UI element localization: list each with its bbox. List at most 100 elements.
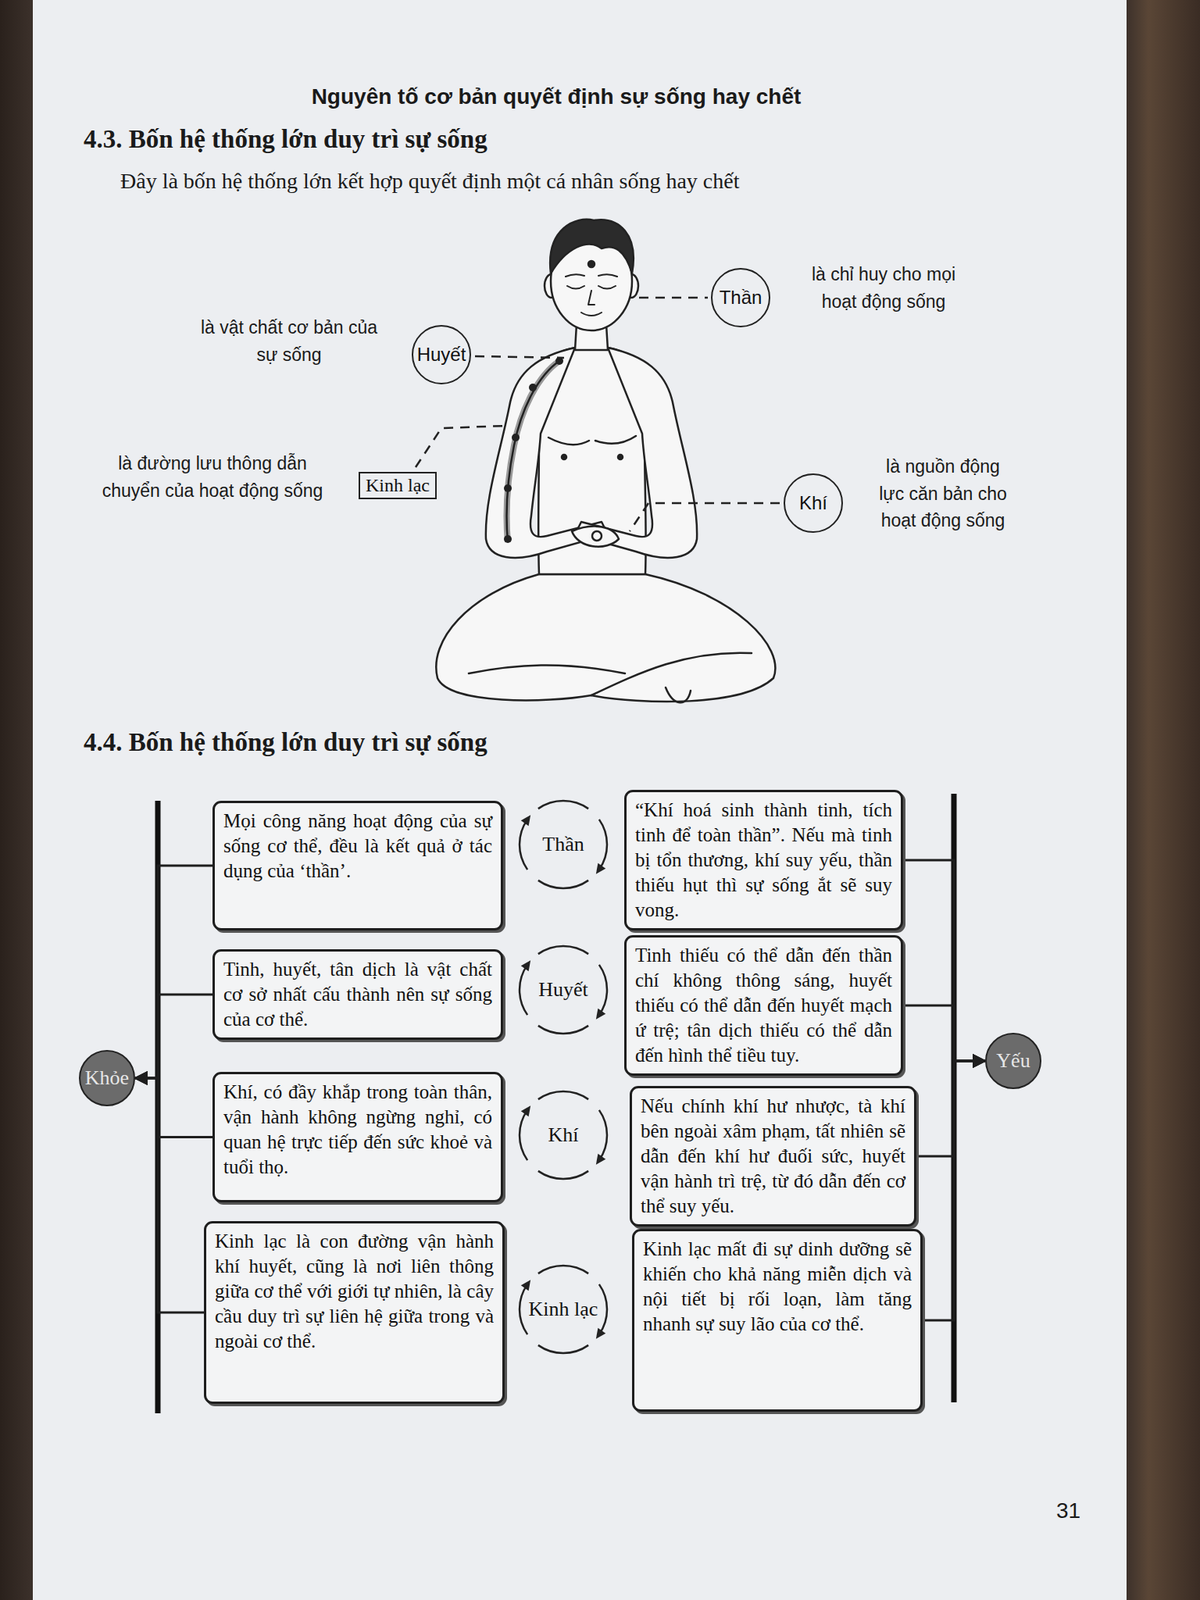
- callout-text: là chỉ huy cho mọi hoạt động sống: [792, 260, 975, 315]
- node-text: Thần: [542, 832, 584, 857]
- intro-text: Đây là bốn hệ thống lớn kết hợp quyết đị…: [120, 168, 740, 194]
- cycle-circle: Kinh lạc: [512, 1258, 615, 1361]
- cycle-arc: [538, 1091, 589, 1100]
- cycle-circle: Khí: [512, 1084, 615, 1186]
- arrow-connector: [135, 865, 213, 1079]
- node-text: Tinh, huyết, tân dịch là vật chất cơ sở …: [223, 957, 493, 1033]
- chest: [548, 435, 636, 445]
- system-circle: Thần: [710, 267, 771, 328]
- callout-text: là vật chất cơ bản của sự sống: [196, 314, 382, 368]
- arrow-connector: [903, 1005, 986, 1061]
- meditating-figure: [435, 219, 775, 703]
- node-text: Mọi công năng hoạt động của sự sống cơ t…: [223, 808, 493, 884]
- node-text: “Khí hoá sinh thành tinh, tích tinh để t…: [635, 797, 893, 923]
- meridian-line: [506, 360, 560, 543]
- cycle-arc: [519, 819, 528, 870]
- cycle-arrowhead: [521, 1279, 531, 1291]
- arrow-connector: [922, 1060, 986, 1321]
- callout-text: là đường lưu thông dẫn chuyển của hoạt đ…: [92, 450, 333, 504]
- arrow-connector: [916, 1060, 986, 1157]
- third-eye: [588, 260, 595, 268]
- cycle-arrowhead: [596, 1328, 606, 1340]
- cycle-circle: Huyết: [512, 939, 615, 1041]
- weakness-box: “Khí hoá sinh thành tinh, tích tinh để t…: [624, 789, 904, 931]
- acupoint: [528, 383, 537, 392]
- thumbs: [592, 531, 602, 541]
- cycle-arc: [538, 880, 589, 889]
- arrow-connector: [903, 860, 986, 1061]
- node-text: Kinh lạc: [365, 475, 430, 497]
- cycle-arrowhead: [521, 1105, 531, 1117]
- leader-line: [475, 356, 565, 358]
- weakness-box: Kinh lạc mất đi sự dinh dưỡng sẽ khiến c…: [632, 1228, 923, 1412]
- section-heading: 4.3. Bốn hệ thống lớn duy trì sự sống: [83, 125, 488, 154]
- node-text: Kinh lạc là con đường vận hành khí huyết…: [214, 1228, 494, 1354]
- section-heading: 4.4. Bốn hệ thống lớn duy trì sự sống: [83, 728, 488, 758]
- node-text: Khí: [548, 1123, 579, 1147]
- weak-circle: Yếu: [985, 1032, 1042, 1090]
- node-text: Kinh lạc: [528, 1297, 599, 1322]
- hair: [550, 219, 634, 274]
- cycle-arrowhead: [521, 814, 531, 826]
- node-text: Kinh lạc mất đi sự dinh dưỡng sẽ khiến c…: [642, 1236, 912, 1337]
- arrow-connector: [135, 1078, 213, 1138]
- cycle-arc: [599, 964, 608, 1015]
- arrow-connector: [135, 1078, 204, 1313]
- meridian-line: [506, 360, 560, 543]
- leader-lines: [415, 297, 780, 532]
- chest-dot: [617, 454, 623, 460]
- acupoint: [503, 484, 512, 493]
- node-text: Thần: [719, 286, 763, 309]
- cycle-arc: [519, 964, 528, 1015]
- node-text: Khí, có đầy khắp trong toàn thân, vận hà…: [223, 1079, 493, 1180]
- system-circle: Huyết: [411, 325, 472, 385]
- cycle-arrowhead: [521, 960, 531, 972]
- leader-line: [639, 296, 708, 300]
- cycle-arc: [599, 1284, 608, 1335]
- cycle-arrowhead: [596, 1008, 606, 1020]
- callout-text: là nguồn động lực căn bản cho hoạt động …: [876, 453, 1010, 535]
- leg-line: [468, 664, 625, 674]
- meridian: [503, 357, 564, 543]
- cycle-arc: [519, 1110, 528, 1161]
- cycle-arc: [599, 1110, 608, 1161]
- node-text: Huyết: [417, 343, 467, 366]
- strength-box: Tinh, huyết, tân dịch là vật chất cơ sở …: [212, 949, 504, 1040]
- leader-line: [629, 503, 780, 532]
- cycle-arrowhead: [596, 1153, 606, 1165]
- system-circle: Khí: [783, 473, 843, 533]
- running-header: Nguyên tố cơ bản quyết định sự sống hay …: [234, 84, 879, 110]
- cycle-arc: [519, 1284, 528, 1335]
- node-text: Huyết: [538, 978, 589, 1002]
- scale-bars: [157, 793, 954, 1414]
- cycle-arc: [538, 1345, 589, 1354]
- chest-dot: [561, 454, 567, 460]
- arrow-connector: [135, 994, 213, 1079]
- strength-box: Mọi công năng hoạt động của sự sống cơ t…: [212, 800, 504, 931]
- cycle-arc: [538, 1171, 589, 1179]
- strength-box: Kinh lạc là con đường vận hành khí huyết…: [203, 1221, 505, 1404]
- cycle-arc: [538, 1025, 589, 1034]
- node-text: Yếu: [996, 1049, 1030, 1073]
- cycle-arc: [538, 800, 589, 809]
- acupoint: [511, 433, 520, 442]
- system-tag: Kinh lạc: [358, 471, 437, 500]
- strong-circle: Khỏe: [78, 1050, 136, 1107]
- cycle-arc: [538, 946, 589, 954]
- legs: [435, 574, 775, 702]
- face: [565, 274, 618, 316]
- node-text: Khỏe: [85, 1066, 129, 1090]
- weakness-box: Tinh thiếu có thể dẫn đến thần chí không…: [624, 935, 904, 1076]
- hands: [571, 526, 619, 547]
- leader-line: [415, 425, 507, 468]
- page-number: 31: [1056, 1498, 1081, 1524]
- cycle-arc: [599, 819, 608, 870]
- cycle-arrowhead: [596, 863, 606, 875]
- foot: [665, 687, 691, 703]
- node-text: Nếu chính khí hư nhược, tà khí bên ngoài…: [640, 1093, 906, 1219]
- cycle-circle: Thần: [512, 793, 615, 896]
- node-text: Tinh thiếu có thể dẫn đến thần chí không…: [635, 942, 893, 1068]
- weakness-box: Nếu chính khí hư nhược, tà khí bên ngoài…: [629, 1085, 917, 1227]
